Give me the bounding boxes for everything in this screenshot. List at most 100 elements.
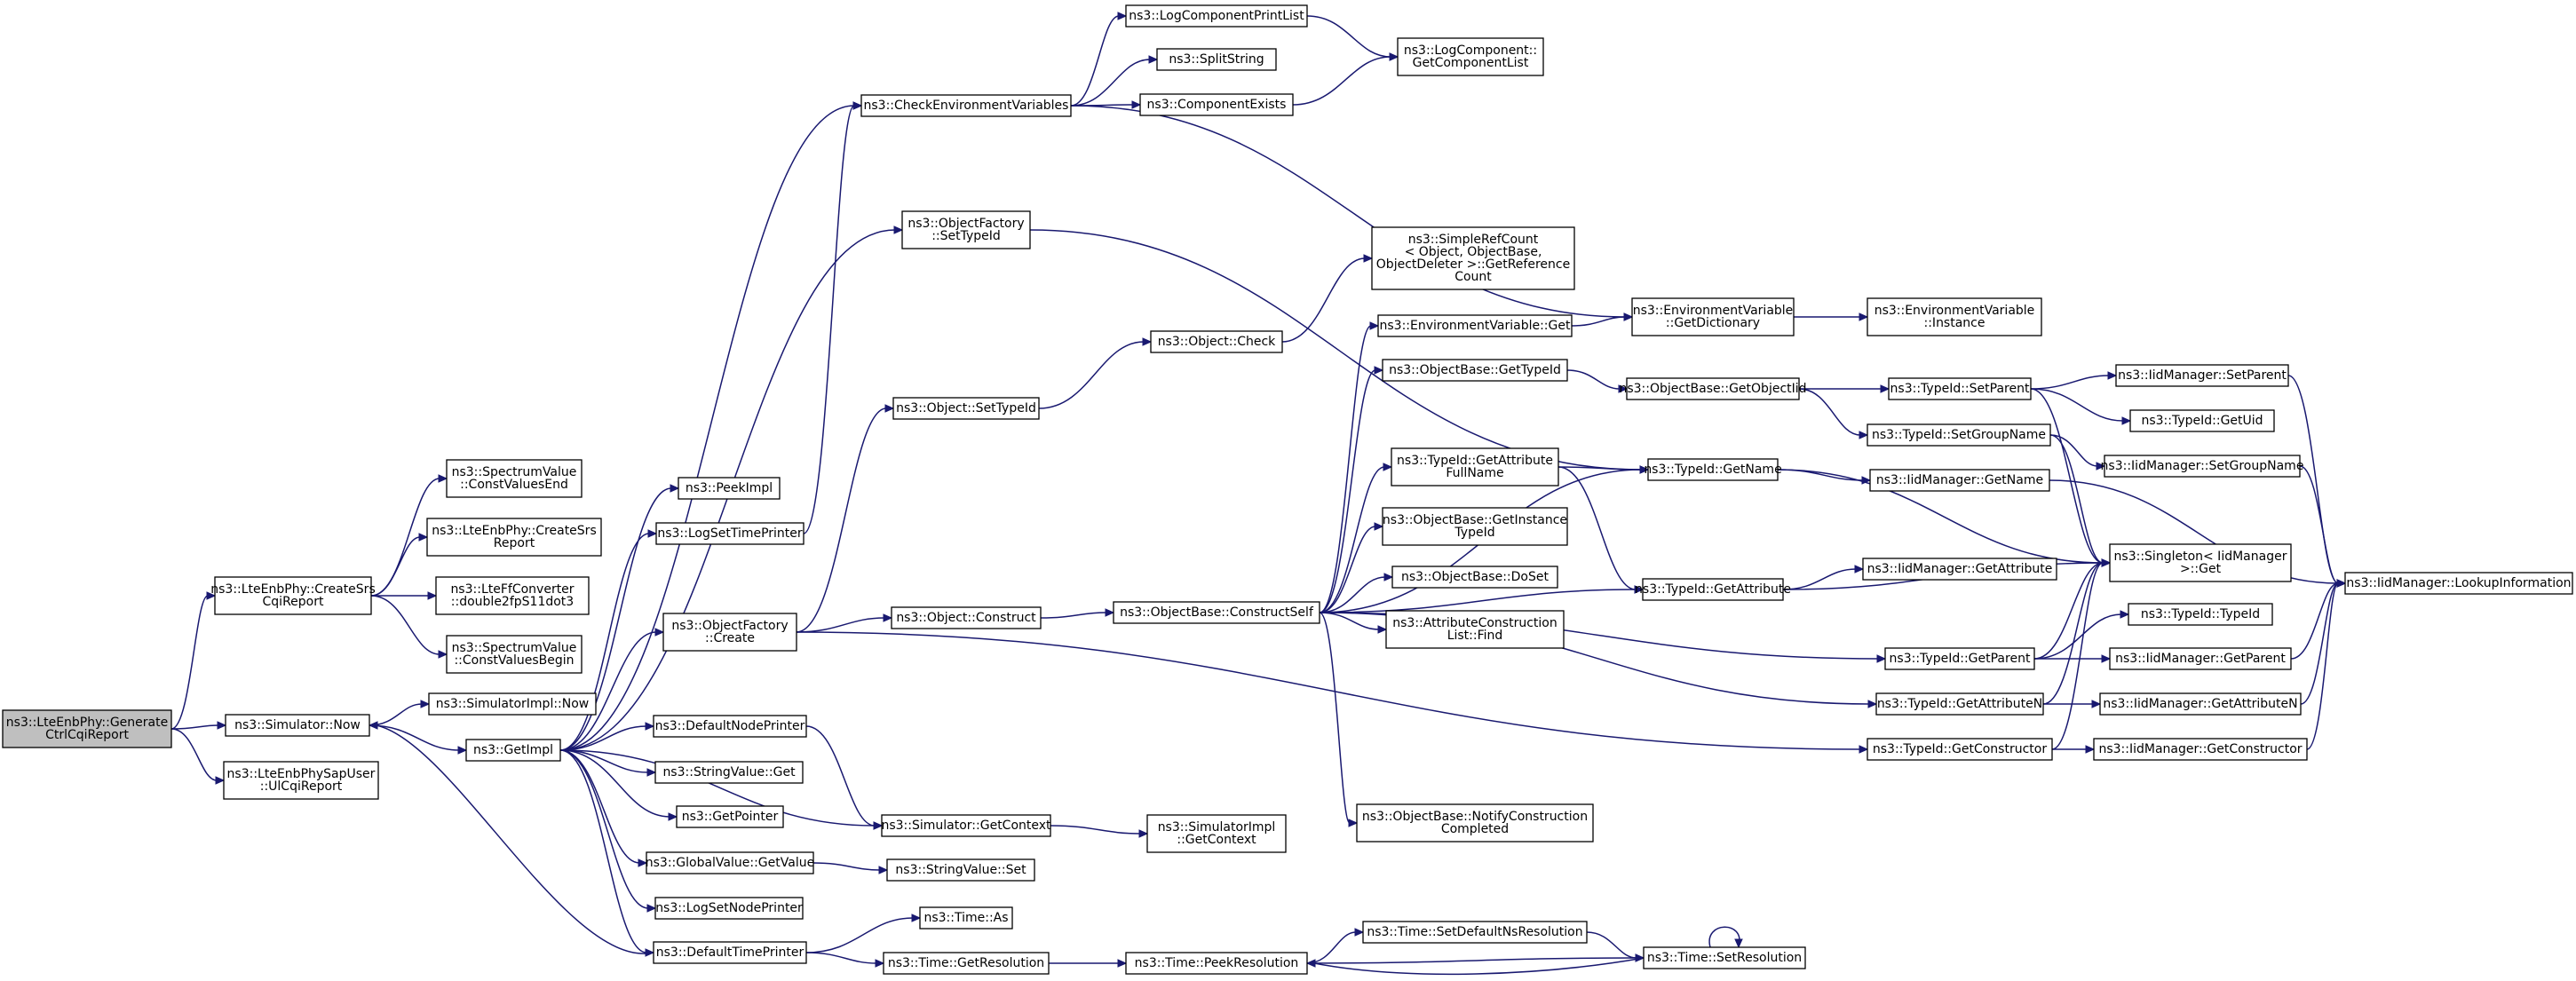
node-objectfactory-settypeid[interactable]: ns3::ObjectFactory::SetTypeId [901,210,1031,249]
node-box [1869,469,2050,492]
node-time-as[interactable]: ns3::Time::As [919,906,1013,930]
edge-arrowhead [646,904,657,913]
node-environmentvariable-instance[interactable]: ns3::EnvironmentVariable::Instance [1867,297,2042,336]
node-time-setdefaultnsresolution[interactable]: ns3::Time::SetDefaultNsResolution [1362,921,1588,944]
node-objectbase-constructself[interactable]: ns3::ObjectBase::ConstructSelf [1113,601,1320,624]
node-checkenvironmentvariables[interactable]: ns3::CheckEnvironmentVariables [860,94,1072,117]
edge-arrowhead [2085,745,2096,754]
node-typeid-getuid[interactable]: ns3::TypeId::GetUid [2129,409,2275,432]
edge-arrowhead [1148,55,1159,64]
node-iidmanager-getattribute[interactable]: ns3::IidManager::GetAttribute [1862,558,2057,581]
node-environmentvariable-getdictionary[interactable]: ns3::EnvironmentVariable::GetDictionary [1631,297,1795,336]
node-logsetnodeprinter[interactable]: ns3::LogSetNodePrinter [654,897,804,920]
node-lteffconverter-double2fps11dot3[interactable]: ns3::LteFfConverter::double2fpS11dot3 [435,576,590,615]
node-box [1139,93,1294,116]
node-label: ns3::SpectrumValue [452,641,577,655]
node-object-construct[interactable]: ns3::Object::Construct [891,606,1042,629]
node-lteenbphysapuser-ulcqireport[interactable]: ns3::LteEnbPhySapUser::UlCqiReport [223,761,379,800]
node-singleton-iidmanager-get[interactable]: ns3::Singleton< IidManager >::Get [2109,543,2292,582]
node-iidmanager-getattributen[interactable]: ns3::IidManager::GetAttributeN [2099,692,2302,716]
node-box [1356,803,1594,843]
node-box [654,897,804,920]
edge-n0-n2 [170,721,227,730]
edge-line [2030,388,2124,422]
node-box [919,906,1013,930]
node-defaultnodeprinter[interactable]: ns3::DefaultNodePrinter [653,715,807,738]
node-objectbase-getobjectiid[interactable]: ns3::ObjectBase::GetObjectIid [1619,377,1807,400]
node-spectrumvalue-constvaluesend[interactable]: ns3::SpectrumValue::ConstValuesEnd [446,459,583,498]
node-peekimpl[interactable]: ns3::PeekImpl [678,477,781,500]
node-iidmanager-lookupinformation[interactable]: ns3::IidManager::LookupInformation [2344,572,2573,595]
node-objectbase-gettypeid[interactable]: ns3::ObjectBase::GetTypeId [1382,359,1568,382]
node-stringvalue-get[interactable]: ns3::StringValue::Get [654,761,804,784]
edge-arrowhead [1639,465,1650,474]
node-label: ::GetContext [1177,833,1256,847]
node-object-check[interactable]: ns3::Object::Check [1150,330,1283,353]
node-simulator-now[interactable]: ns3::Simulator::Now [225,714,370,737]
node-iidmanager-setparent[interactable]: ns3::IidManager::SetParent [2115,364,2289,387]
node-time-getresolution[interactable]: ns3::Time::GetResolution [883,952,1050,975]
node-label: ::Instance [1924,316,1986,330]
node-logcomponentprintlist[interactable]: ns3::LogComponentPrintList [1125,4,1308,28]
node-componentexists[interactable]: ns3::ComponentExists [1139,93,1294,116]
node-typeid-getname[interactable]: ns3::TypeId::GetName [1644,458,1782,481]
node-iidmanager-getname[interactable]: ns3::IidManager::GetName [1869,469,2050,492]
node-time-setresolution[interactable]: ns3::Time::SetResolution [1643,946,1806,969]
node-simulatorimpl-getcontext[interactable]: ns3::SimulatorImpl::GetContext [1146,814,1287,853]
node-box [446,635,583,674]
edge-line [559,487,672,751]
edge-arrowhead [1859,312,1869,321]
node-objectbase-notifyconstructioncompleted[interactable]: ns3::ObjectBase::NotifyConstructionCompl… [1356,803,1594,843]
node-iidmanager-getconstructor[interactable]: ns3::IidManager::GetConstructor [2093,738,2308,761]
node-label: ns3::LteEnbPhy::Generate [6,716,168,730]
node-spectrumvalue-constvaluesbegin[interactable]: ns3::SpectrumValue::ConstValuesBegin [446,635,583,674]
edge-n9-n17 [559,749,657,913]
node-box [1643,946,1806,969]
node-box [2128,603,2273,626]
node-box [678,477,781,500]
node-box [1875,692,2044,716]
node-typeid-typeid[interactable]: ns3::TypeId::TypeId [2128,603,2273,626]
edge-n9-n10 [559,484,680,751]
edge-arrowhead [1105,608,1115,617]
node-globalvalue-getvalue[interactable]: ns3::GlobalValue::GetValue [646,851,814,874]
node-getimpl[interactable]: ns3::GetImpl [465,739,561,762]
node-time-peekresolution[interactable]: ns3::Time::PeekResolution [1125,952,1308,975]
node-label: ns3::Object::SetTypeId [896,401,1036,415]
node-iidmanager-setgroupname[interactable]: ns3::IidManager::SetGroupName [2101,455,2304,478]
edge-arrowhead [438,650,448,659]
node-box [653,715,807,738]
node-box [901,210,1031,249]
node-objectbase-doset[interactable]: ns3::ObjectBase::DoSet [1391,566,1558,589]
node-getpointer[interactable]: ns3::GetPointer [676,805,784,828]
node-objectfactory-create[interactable]: ns3::ObjectFactory::Create [662,613,797,652]
node-object-settypeid[interactable]: ns3::Object::SetTypeId [892,397,1040,420]
node-iidmanager-getparent[interactable]: ns3::IidManager::GetParent [2109,647,2292,670]
node-typeid-setparent[interactable]: ns3::TypeId::SetParent [1888,377,2032,400]
node-simplerefcount-object-objectbase-objectdeleter-getreferencecount[interactable]: ns3::SimpleRefCount< Object, ObjectBase,… [1371,226,1575,290]
node-typeid-getconstructor[interactable]: ns3::TypeId::GetConstructor [1867,738,2053,761]
node-typeid-getattributen[interactable]: ns3::TypeId::GetAttributeN [1875,692,2044,716]
node-stringvalue-set[interactable]: ns3::StringValue::Set [886,858,1035,882]
node-logsettimeprinter[interactable]: ns3::LogSetTimePrinter [655,522,805,545]
node-typeid-getparent[interactable]: ns3::TypeId::GetParent [1884,647,2035,670]
edge-line [1708,926,1740,948]
node-logcomponent-getcomponentlist[interactable]: ns3::LogComponent::GetComponentList [1397,37,1544,76]
node-defaulttimeprinter[interactable]: ns3::DefaultTimePrinter [653,941,807,964]
node-simulator-getcontext[interactable]: ns3::Simulator::GetContext [881,814,1051,837]
node-label: Report [494,536,535,550]
node-label: ns3::LogComponent:: [1404,44,1537,58]
node-simulatorimpl-now[interactable]: ns3::SimulatorImpl::Now [428,692,597,716]
node-splitstring[interactable]: ns3::SplitString [1156,48,1277,71]
node-typeid-getattribute[interactable]: ns3::TypeId::GetAttribute [1635,578,1791,601]
node-environmentvariable-get[interactable]: ns3::EnvironmentVariable::Get [1377,314,1573,337]
node-typeid-setgroupname[interactable]: ns3::TypeId::SetGroupName [1867,423,2051,447]
node-label: ns3::LteEnbPhySapUser [227,767,376,781]
edge-line [1050,825,1141,835]
